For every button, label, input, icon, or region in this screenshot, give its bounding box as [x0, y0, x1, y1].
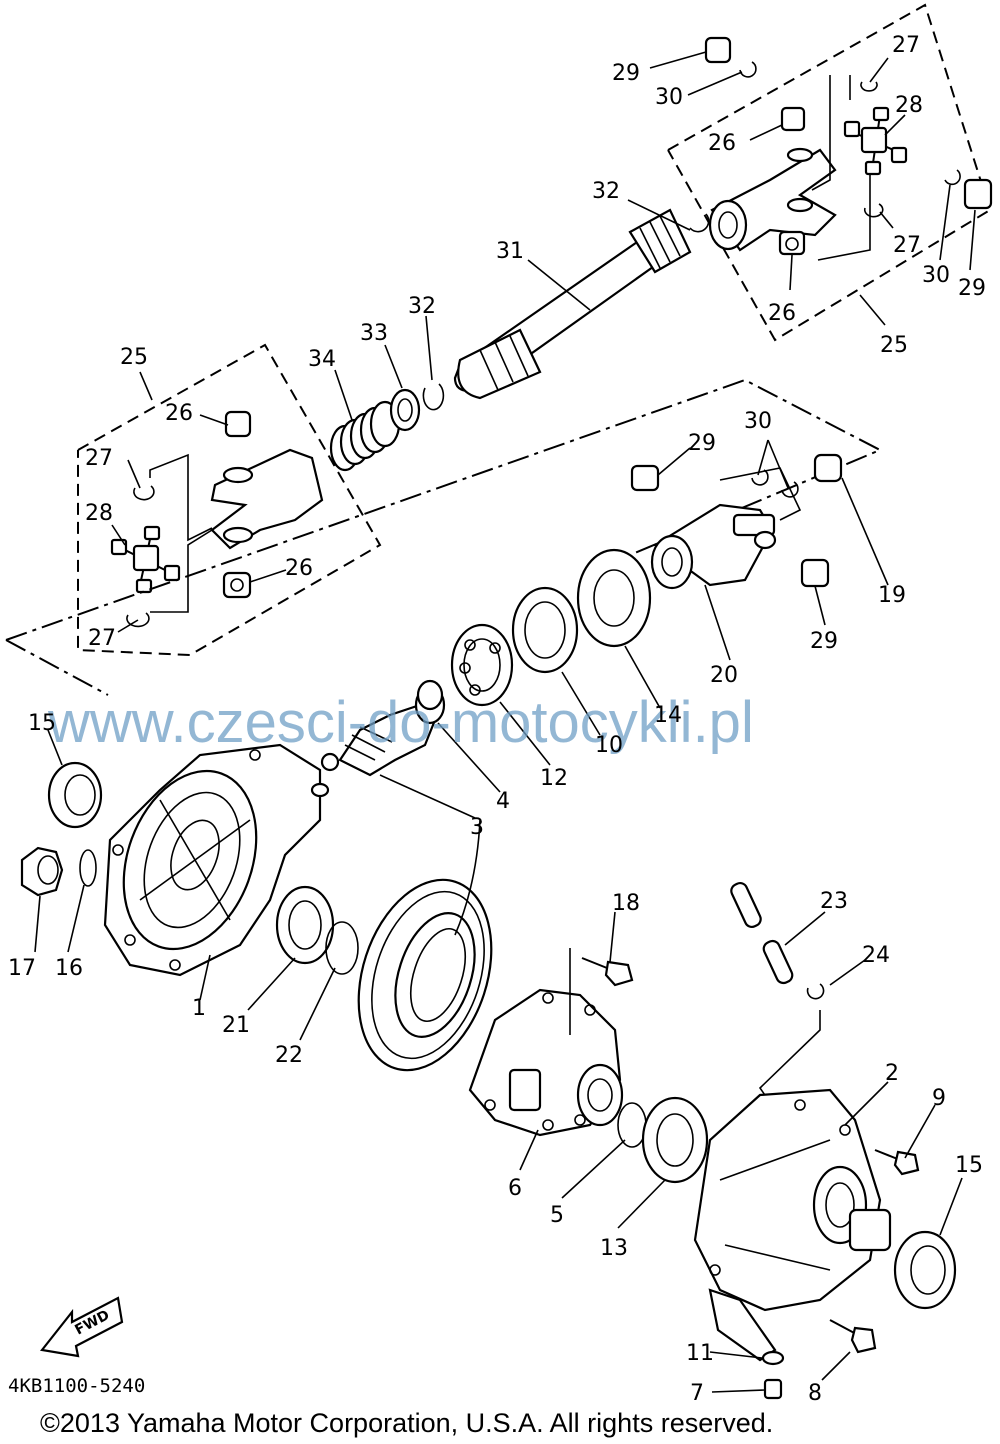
- part-label-32: 32: [592, 179, 620, 204]
- assembly-group-outline: [5, 378, 883, 641]
- watermark-text: www.czesci-do-motocykli.pl: [47, 690, 754, 755]
- part-label-30: 30: [744, 409, 772, 434]
- pinion-bearing-seals: [450, 548, 652, 707]
- part-label-8: 8: [808, 1381, 822, 1406]
- part-label-18: 18: [612, 891, 640, 916]
- upper-universal-joint-group: [667, 3, 993, 342]
- part-label-5: 5: [550, 1203, 564, 1228]
- part-label-9: 9: [932, 1086, 946, 1111]
- part-label-19: 19: [878, 583, 906, 608]
- final-gear-case-cover: [693, 1088, 892, 1362]
- part-label-27: 27: [88, 626, 116, 651]
- part-label-34: 34: [308, 347, 336, 372]
- part-label-26: 26: [708, 131, 736, 156]
- part-label-13: 13: [600, 1236, 628, 1261]
- part-labels: 29 30 27 28 26 32 31 27 30 29 26 25 32 3…: [8, 33, 986, 1406]
- part-label-30: 30: [922, 263, 950, 288]
- part-label-26: 26: [165, 401, 193, 426]
- part-label-33: 33: [360, 321, 388, 346]
- part-label-15: 15: [28, 711, 56, 736]
- part-label-2: 2: [885, 1061, 899, 1086]
- part-label-11: 11: [686, 1341, 714, 1366]
- drive-shaft-assembly: [329, 208, 692, 472]
- pinion-gear: [320, 679, 446, 777]
- coupling-group: [630, 453, 843, 590]
- part-label-27: 27: [892, 33, 920, 58]
- part-label-29: 29: [810, 629, 838, 654]
- part-label-1: 1: [192, 996, 206, 1021]
- part-label-27: 27: [85, 446, 113, 471]
- part-label-7: 7: [690, 1381, 704, 1406]
- part-label-30: 30: [655, 85, 683, 110]
- part-label-22: 22: [275, 1043, 303, 1068]
- part-label-23: 23: [820, 889, 848, 914]
- leader-lines: [34, 51, 976, 1393]
- part-label-15: 15: [955, 1153, 983, 1178]
- part-label-20: 20: [710, 663, 738, 688]
- ring-gear-bearing: [275, 885, 359, 975]
- part-label-25: 25: [880, 333, 908, 358]
- fwd-arrow-icon: FWD: [39, 1296, 124, 1358]
- diagram-part-code: 4KB1100-5240: [8, 1375, 145, 1397]
- part-label-24: 24: [862, 943, 890, 968]
- part-label-28: 28: [85, 501, 113, 526]
- copyright-notice: ©2013 Yamaha Motor Corporation, U.S.A. A…: [40, 1408, 773, 1438]
- part-label-6: 6: [508, 1176, 522, 1201]
- diff-bearing: [617, 1096, 709, 1184]
- left-universal-joint-group: [77, 343, 382, 657]
- part-label-21: 21: [222, 1013, 250, 1038]
- part-label-31: 31: [496, 239, 524, 264]
- part-label-29: 29: [688, 431, 716, 456]
- part-label-29: 29: [958, 276, 986, 301]
- part-label-26: 26: [285, 556, 313, 581]
- part-label-4: 4: [496, 789, 510, 814]
- part-label-27: 27: [893, 233, 921, 258]
- part-label-12: 12: [540, 766, 568, 791]
- part-label-16: 16: [55, 956, 83, 981]
- right-seal: [893, 1230, 957, 1310]
- part-label-10: 10: [595, 733, 623, 758]
- part-label-28: 28: [895, 93, 923, 118]
- part-label-17: 17: [8, 956, 36, 981]
- part-label-29: 29: [612, 61, 640, 86]
- gear-case-housing: [103, 743, 330, 977]
- left-seal-and-nut: [20, 761, 103, 897]
- part-label-3: 3: [470, 815, 484, 840]
- part-label-14: 14: [654, 703, 682, 728]
- part-label-25: 25: [120, 345, 148, 370]
- bolts: [761, 1149, 920, 1400]
- differential-case: [468, 948, 634, 1137]
- part-label-26: 26: [768, 301, 796, 326]
- part-label-32: 32: [408, 294, 436, 319]
